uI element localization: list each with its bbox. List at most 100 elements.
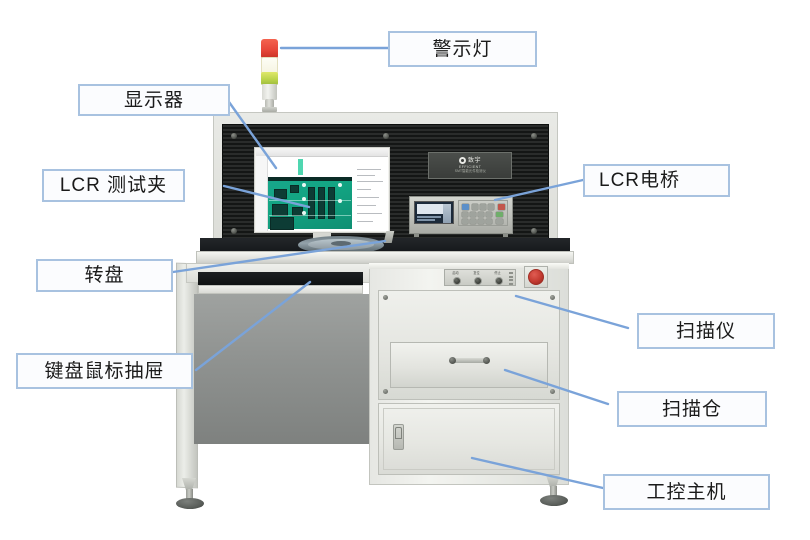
drawer-handle[interactable] [452, 358, 486, 363]
callout-display[interactable]: 显示器 [78, 84, 230, 116]
pcb-pad [338, 199, 342, 203]
lcr-key[interactable] [462, 212, 468, 217]
pcb-component [318, 187, 325, 219]
software-schematic-pane [353, 159, 388, 229]
callout-turntable[interactable]: 转盘 [36, 259, 173, 292]
lcr-reading-area [417, 204, 443, 214]
leveling-foot-pad [540, 495, 568, 506]
brand-name-cn: 致宇 [467, 157, 481, 164]
drawer-handle-mount [483, 357, 490, 364]
status-led [509, 282, 513, 285]
scan-bay-drawer[interactable] [390, 342, 548, 388]
control-button-stop[interactable] [495, 277, 503, 285]
lcr-key[interactable] [470, 219, 476, 224]
lcr-key[interactable] [496, 219, 503, 224]
corner-screw [550, 389, 555, 394]
schematic-line [357, 169, 381, 170]
lcr-foot [503, 233, 508, 237]
lcr-key[interactable] [486, 219, 492, 224]
leveling-foot-stem [186, 489, 193, 503]
callout-lcr-test-fixture-label: LCR 测试夹 [59, 175, 168, 196]
control-panel-indicators [509, 272, 513, 285]
monitor-stand [313, 233, 331, 238]
keyboard-drawer-front[interactable] [198, 285, 363, 294]
corner-screw [383, 295, 388, 300]
panel-screw [231, 228, 237, 234]
software-toolbar [256, 149, 388, 157]
control-button-label: 停止 [494, 271, 501, 275]
software-left-rail [256, 156, 268, 231]
lcr-key[interactable] [486, 212, 492, 217]
lcr-key[interactable] [462, 219, 468, 224]
control-button-start[interactable] [453, 277, 461, 285]
pcb-pad [302, 211, 306, 215]
pcb-board-edge [268, 177, 352, 181]
lcr-keypad[interactable] [458, 200, 508, 226]
pcb-component [274, 189, 287, 199]
control-button-reset[interactable] [474, 277, 482, 285]
status-led [509, 272, 513, 274]
pcb-component [328, 187, 335, 219]
callout-display-label: 显示器 [123, 89, 184, 111]
leveling-foot-pad [176, 498, 204, 509]
callout-scanner[interactable]: 扫描仪 [637, 313, 775, 349]
panel-screw [531, 133, 537, 139]
brand-logo-icon [458, 157, 466, 165]
pcb-component [290, 185, 299, 193]
leveling-foot-stem [550, 486, 557, 500]
control-panel[interactable]: 启动 复位 停止 [444, 269, 516, 286]
callout-lcr-bridge[interactable]: LCR电桥 [583, 164, 730, 197]
lcr-key[interactable] [470, 212, 476, 217]
brand-subtitle: SMT智能元件检测仪 [454, 169, 486, 174]
emergency-stop-button[interactable] [528, 269, 544, 285]
monitor-screen[interactable] [256, 149, 388, 231]
signal-lamp-red-segment [261, 39, 278, 58]
callout-warning-lamp[interactable]: 警示灯 [388, 31, 537, 67]
callout-ipc-host[interactable]: 工控主机 [603, 474, 770, 510]
callout-lcr-bridge-label: LCR电桥 [599, 170, 681, 191]
turntable-hub [331, 241, 351, 246]
signal-lamp-body [262, 84, 277, 100]
schematic-line [357, 213, 382, 214]
lcr-screen-line [417, 219, 435, 221]
ipc-door-latch-tab [395, 427, 402, 439]
corner-screw [383, 389, 388, 394]
lcr-foot [414, 233, 419, 237]
callout-lcr-test-fixture[interactable]: LCR 测试夹 [42, 169, 185, 202]
lcr-key[interactable] [496, 212, 503, 217]
lcr-key[interactable] [472, 204, 478, 210]
panel-screw [531, 228, 537, 234]
corner-screw [550, 295, 555, 300]
ipc-door-latch[interactable] [393, 424, 404, 450]
callout-ipc-host-label: 工控主机 [646, 481, 727, 503]
status-led [509, 275, 513, 278]
software-status-indicator [298, 159, 303, 175]
callout-turntable-label: 转盘 [84, 265, 125, 286]
panel-screw [231, 133, 237, 139]
callout-scan-bay-label: 扫描仓 [661, 398, 722, 420]
pcb-pad [302, 183, 306, 187]
control-button-label: 复位 [473, 271, 480, 275]
callout-scan-bay[interactable]: 扫描仓 [617, 391, 767, 427]
lcr-key[interactable] [462, 204, 469, 210]
desk-knee-space [194, 294, 369, 444]
lcr-key[interactable] [488, 204, 494, 210]
cabinet-top-strip [369, 263, 569, 269]
lcr-key[interactable] [478, 219, 484, 224]
control-button-label: 启动 [452, 271, 459, 275]
schematic-line [357, 221, 373, 222]
schematic-line [357, 175, 375, 176]
lcr-display-screen [414, 201, 454, 224]
lcr-screen-line [417, 216, 441, 218]
callout-keyboard-drawer[interactable]: 键盘鼠标抽屉 [16, 353, 193, 389]
lcr-key[interactable] [480, 204, 486, 210]
panel-screw [383, 133, 389, 139]
lcr-key[interactable] [478, 212, 484, 217]
lcr-softkey-column [443, 204, 451, 223]
schematic-line [357, 189, 371, 190]
callout-keyboard-drawer-label: 键盘鼠标抽屉 [44, 360, 165, 382]
lcr-key[interactable] [498, 204, 505, 210]
status-led [509, 279, 513, 281]
brand-name-en: EFFICIENT [458, 164, 482, 170]
